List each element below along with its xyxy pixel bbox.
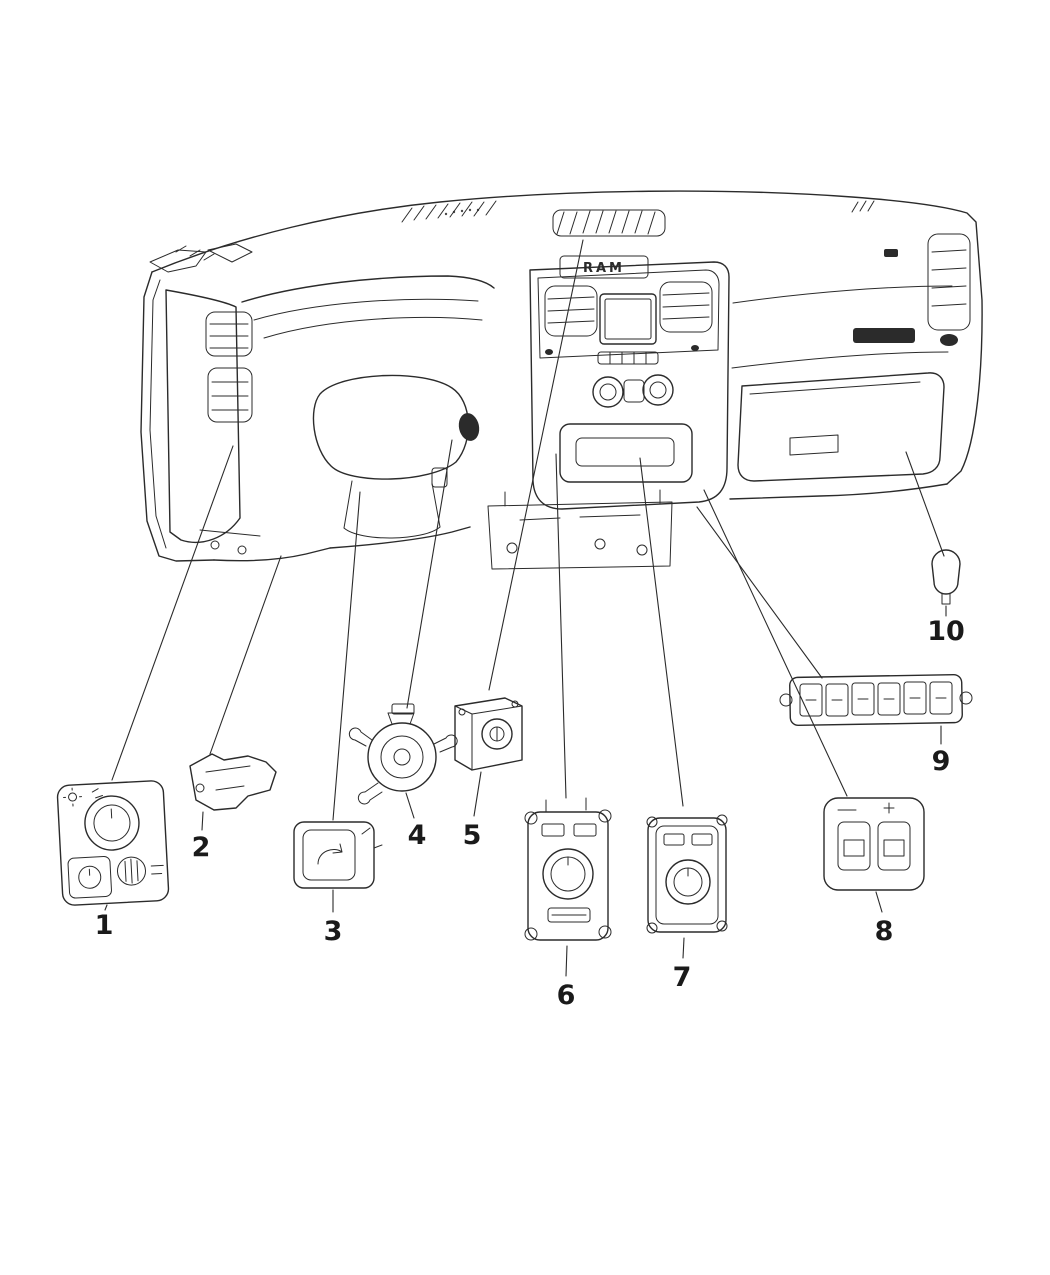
arrow-icon [317,843,343,865]
cluster-brow [241,275,495,339]
ram-badge-text: RAM [583,261,625,276]
callout-6: 6 [557,980,576,1011]
part-7-transfer-case-switch [646,814,728,934]
right-vent [927,233,971,346]
leader-line-9 [696,506,823,679]
leader-line-8 [703,489,848,797]
callout-9: 9 [932,746,951,777]
callout-1: 1 [95,910,114,941]
instrument-panel-illustration: RAM [140,190,983,570]
callout-3: 3 [324,916,343,947]
under-dash-bracket [487,489,673,570]
callout-numbers: 1 2 3 4 5 6 7 8 9 10 [95,616,965,1011]
part-1-headlamp-switch [56,780,170,906]
dash-outline [140,190,983,562]
part-10-cap [931,549,961,605]
part-8-switch-pod [823,797,925,891]
leader-line-7 [639,457,684,807]
leader-line-10 [905,451,945,557]
leader-line-2 [209,555,282,755]
glove-box [737,372,945,482]
plus-icon [883,802,895,814]
steering-column-opening [312,374,480,539]
ignition-hole [458,413,480,441]
part-4-round-switch [348,703,458,805]
callout-8: 8 [875,916,894,947]
part-5-switch-module [454,697,523,771]
callout-5: 5 [463,820,482,851]
engine-badge [853,328,915,343]
radio-screen [599,293,657,345]
callout-2: 2 [192,832,211,863]
right-dash-face [731,285,953,482]
speaker-grille-dots [444,208,480,216]
leader-line-5 [488,239,584,691]
defroster-vents [175,200,898,261]
callout-7: 7 [673,962,692,993]
part-2-bracket [189,753,277,811]
leader-line-6 [555,453,567,799]
center-stack [529,261,730,510]
brand-badge: RAM [559,255,649,279]
part-6-transfer-case-switch [524,797,612,941]
callout-stubs [104,605,947,977]
leader-lines [111,239,945,821]
part-3-switch [293,821,383,889]
left-end-panel [149,243,261,555]
callout-10: 10 [927,616,965,647]
headlamp-icons [63,787,103,807]
part-9-switch-bank [779,673,973,727]
leader-line-3 [332,491,361,821]
hvac-knob-right [642,374,674,406]
leader-line-4 [406,439,453,709]
callout-4: 4 [408,820,427,851]
leader-line-1 [111,445,234,781]
hvac-knob-left [592,376,624,408]
